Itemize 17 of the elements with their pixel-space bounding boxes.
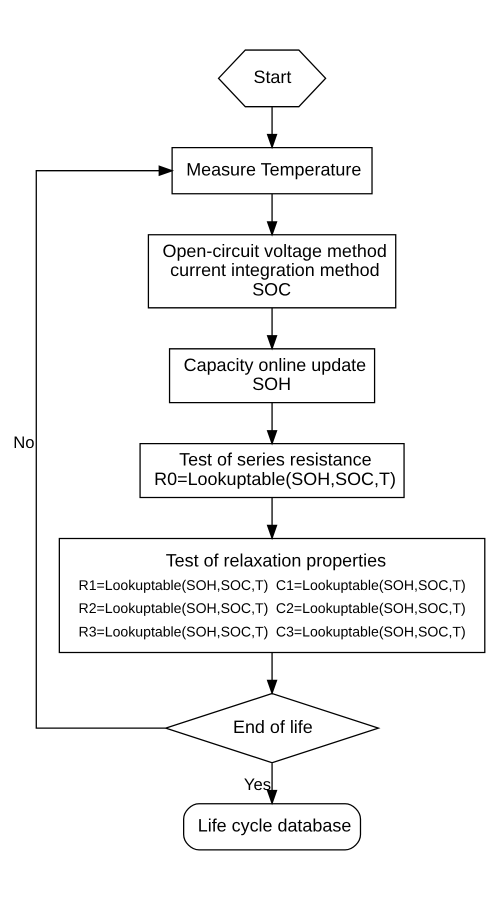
arrow	[266, 308, 278, 351]
node-box: Measure Temperature	[171, 147, 373, 194]
node-box: Capacity online update SOH	[168, 348, 376, 404]
edge-label: Yes	[244, 775, 272, 794]
arrow	[266, 652, 278, 696]
arrow	[36, 165, 174, 729]
node-box: Open-circuit voltage method current integration method SOC	[148, 234, 396, 308]
edge-label: No	[13, 432, 34, 452]
node-box: Life cycle database	[183, 803, 362, 851]
arrow	[266, 194, 278, 237]
node-box: Test of relaxation properties R1=Lookuptable(SOH,SOC,T) C1=Lookuptable(SOH,SOC,T) R2=Lookuptable(SOH,SOC,T) C2=Lookuptable(SOH,SOC,T) R3=Lookuptable(SOH,SOC,T) C3=Lookuptable(SOH,SOC,T)	[58, 538, 486, 654]
arrow	[266, 107, 278, 150]
arrow	[266, 402, 278, 446]
arrow	[266, 763, 278, 806]
node-box: Test of series resistance R0=Lookuptable(SOH,SOC,T)	[139, 443, 405, 498]
arrow	[266, 498, 278, 540]
node-diamond: End of life	[164, 692, 380, 764]
